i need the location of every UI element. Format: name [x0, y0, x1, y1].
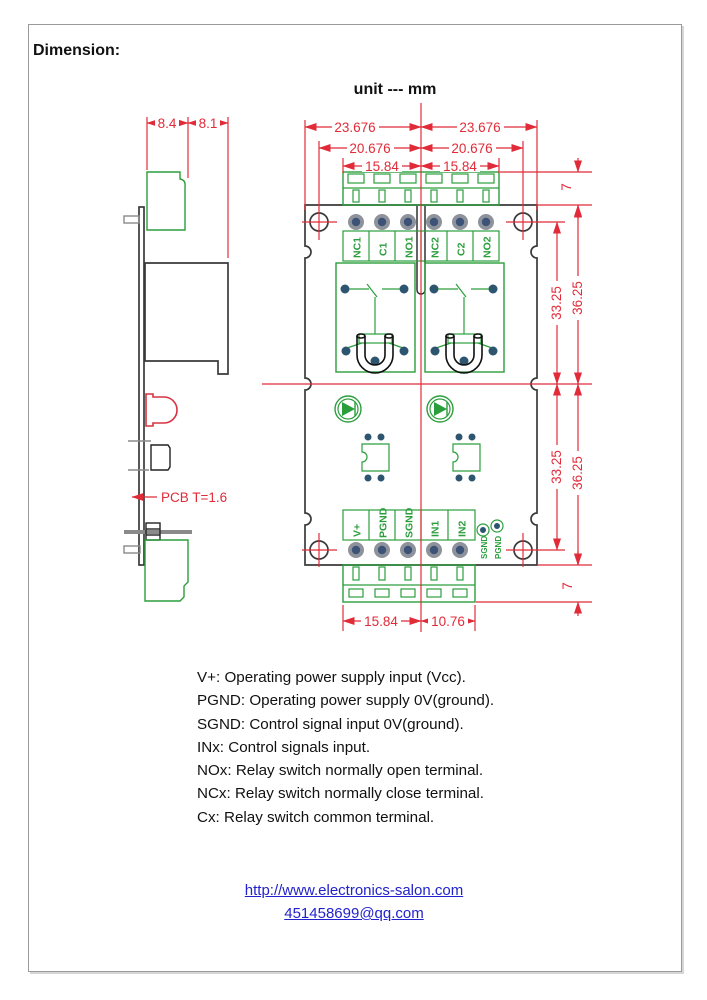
terminal-label-c1: C1	[378, 242, 390, 256]
diode-2	[426, 395, 454, 423]
unit-label: unit --- mm	[353, 81, 437, 98]
side-led	[145, 393, 178, 427]
dimension-drawing: 8.4 8.1 PCB T=1.6	[123, 103, 592, 632]
legend-line-cx: Cx: Relay switch common terminal.	[197, 808, 435, 826]
dim-label-8-4: 8.4	[158, 116, 177, 131]
dim-label: 15.84	[443, 159, 477, 174]
terminal-legend: V+: Operating power supply input (Vcc). …	[197, 666, 494, 829]
terminal-label-no2: NO2	[482, 236, 494, 258]
aux-pads: SGND PGND	[476, 519, 504, 559]
terminal-label-pgnd: PGND	[378, 507, 390, 538]
terminal-label-nc2: NC2	[430, 237, 442, 258]
terminal-label-in1: IN1	[430, 521, 442, 538]
dim-label: 20.676	[349, 141, 390, 156]
dim-label-8-1: 8.1	[199, 116, 218, 131]
dim-label: 36.25	[570, 281, 585, 315]
dim-label-7-top: 7	[559, 183, 574, 191]
terminal-label-vplus: V+	[352, 524, 364, 537]
bottom-connector	[342, 564, 476, 603]
dim-label: 33.25	[549, 450, 564, 484]
legend-line-inx: INx: Control signals input.	[197, 738, 371, 756]
legend-line-vplus: V+: Operating power supply input (Vcc).	[197, 669, 466, 686]
opto-1	[361, 433, 390, 482]
terminal-label-nc1: NC1	[352, 237, 364, 258]
legend-line-sgnd: SGND: Control signal input 0V(ground).	[197, 715, 464, 733]
terminal-label-sgnd: SGND	[404, 507, 416, 538]
top-pads	[348, 214, 494, 230]
relay-1-outline	[335, 262, 416, 374]
dim-label: 23.676	[459, 120, 500, 135]
side-capacitor	[150, 444, 171, 471]
bottom-pads	[348, 542, 468, 558]
side-view: 8.4 8.1 PCB T=1.6	[123, 116, 229, 602]
email-link[interactable]: 451458699@qq.com	[284, 905, 424, 922]
side-terminal-top	[146, 171, 186, 231]
diode-1	[334, 395, 362, 423]
footer: http://www.electronics-salon.com 4514586…	[28, 879, 680, 925]
bottom-terminal-cells: V+ PGND SGND IN1 IN2	[342, 507, 476, 541]
side-pin-top	[123, 215, 140, 224]
side-pcb-edge	[138, 206, 145, 566]
dim-label: 23.676	[334, 120, 375, 135]
pcb-note-label: PCB T=1.6	[161, 490, 227, 505]
aux-pad-label-pgnd: PGND	[494, 536, 503, 559]
relay-2-outline	[424, 262, 505, 374]
legend-line-pgnd: PGND: Operating power supply 0V(ground).	[197, 692, 495, 710]
terminal-label-c2: C2	[456, 242, 468, 256]
side-terminal-bottom	[144, 539, 189, 602]
dim-label: 33.25	[549, 286, 564, 320]
opto-2	[452, 433, 481, 482]
website-link[interactable]: http://www.electronics-salon.com	[244, 882, 464, 899]
legend-line-ncx: NCx: Relay switch normally close termina…	[197, 785, 484, 803]
dim-label: 15.84	[364, 614, 398, 629]
side-pin-bottom	[123, 545, 141, 554]
dim-label: 10.76	[431, 614, 465, 629]
terminal-label-no1: NO1	[404, 236, 416, 258]
dim-label-7-bottom: 7	[560, 582, 575, 590]
aux-pad-label-sgnd: SGND	[480, 536, 489, 559]
right-vertical-dimensions: 7 33.25 36.25 33.25 36.25 7	[476, 158, 592, 616]
dim-label: 36.25	[570, 456, 585, 490]
page-border	[28, 24, 682, 972]
legend-line-nox: NOx: Relay switch normally open terminal…	[197, 762, 484, 780]
bottom-width-dimensions: 15.84 10.76	[342, 605, 476, 631]
top-width-dimensions: 23.676 23.676 20.676 20.676 15.84 15.84	[304, 120, 538, 240]
side-relay-body	[144, 262, 229, 375]
dim-label: 20.676	[451, 141, 492, 156]
dim-label: 15.84	[365, 159, 399, 174]
page-title: Dimension:	[33, 42, 121, 59]
terminal-label-in2: IN2	[457, 521, 469, 538]
